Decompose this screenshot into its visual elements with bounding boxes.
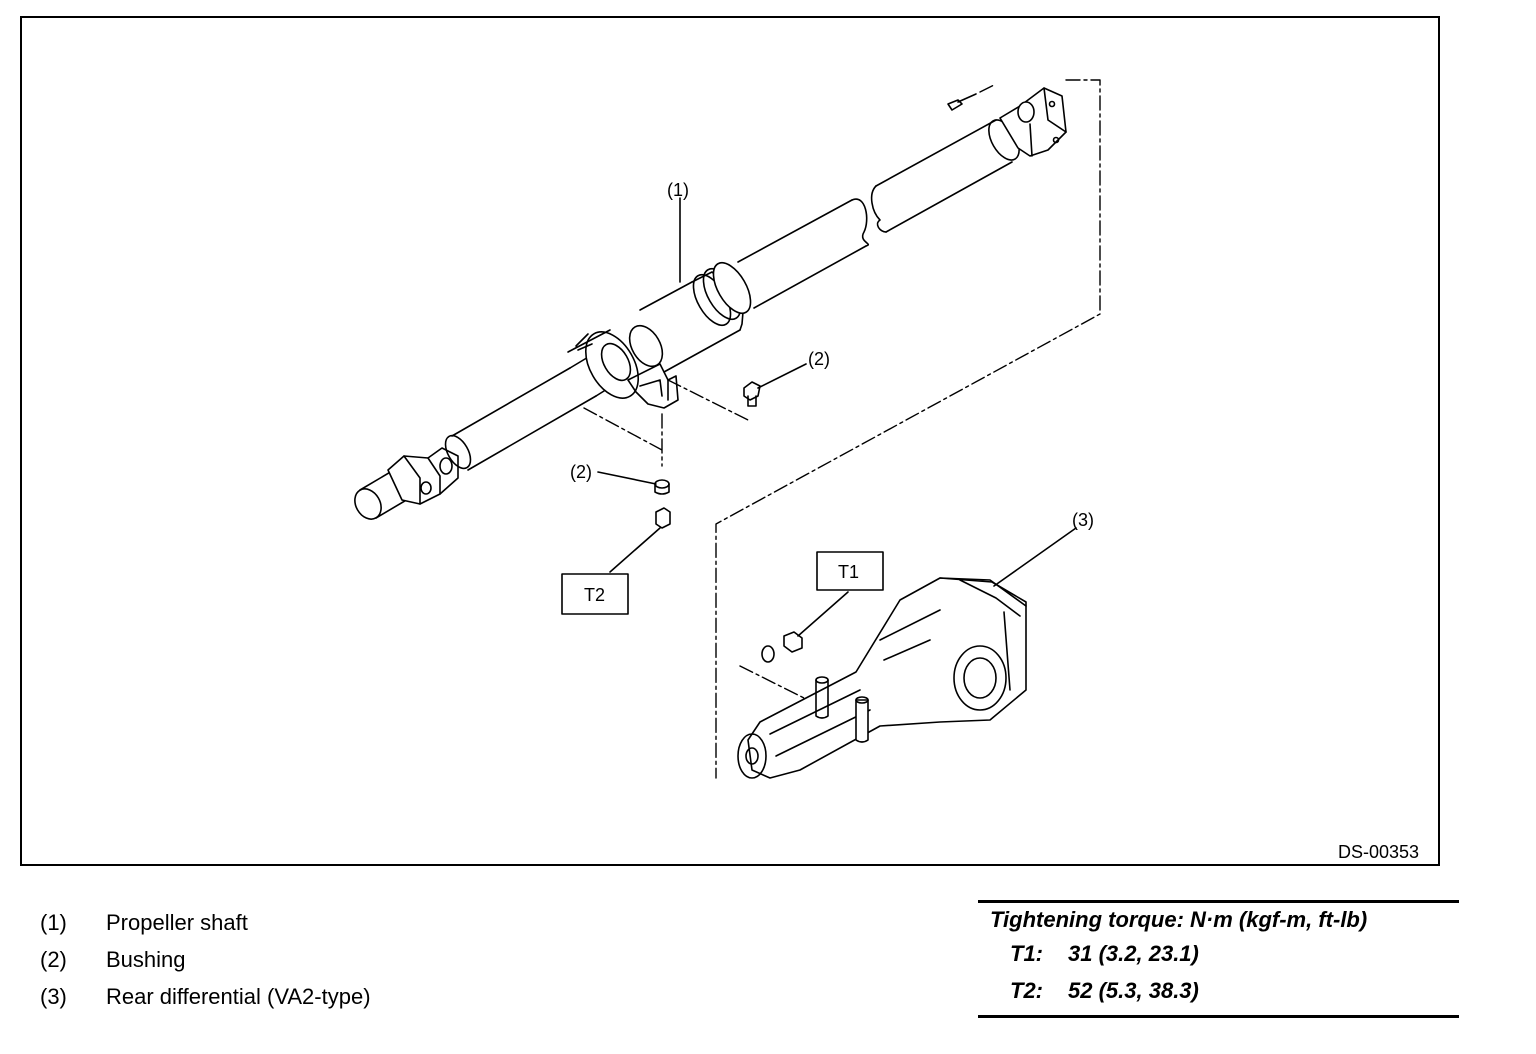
legend-number: (3) — [40, 984, 67, 1009]
torque-value: 31 (3.2, 23.1) — [1068, 941, 1199, 966]
torque-box-t2: T2 — [584, 585, 605, 605]
torque-code: T1: — [1010, 941, 1043, 966]
legend-label: Propeller shaft — [106, 910, 248, 935]
legend-item: (3) Rear differential (VA2-type) — [40, 978, 371, 1015]
rear-differential — [737, 577, 1027, 779]
callout-2-upper: (2) — [808, 349, 830, 369]
bushing-lower — [654, 479, 671, 529]
callout-1: (1) — [667, 180, 689, 200]
torque-row: T1: 31 (3.2, 23.1) — [978, 941, 1459, 978]
torque-row: T2: 52 (5.3, 38.3) — [978, 978, 1459, 1015]
torque-box-t1: T1 — [838, 562, 859, 582]
legend-item: (1) Propeller shaft — [40, 904, 371, 941]
legend-number: (2) — [40, 947, 67, 972]
torque-table: Tightening torque: N·m (kgf-m, ft-lb) T1… — [978, 900, 1459, 1018]
legend-item: (2) Bushing — [40, 941, 371, 978]
parts-legend: (1) Propeller shaft (2) Bushing (3) Rear… — [40, 904, 371, 1015]
diagram-code: DS-00353 — [1338, 842, 1419, 862]
torque-code: T2: — [1010, 978, 1043, 1003]
callout-3: (3) — [1072, 510, 1094, 530]
propeller-shaft — [354, 87, 1067, 520]
legend-label: Rear differential (VA2-type) — [106, 984, 371, 1009]
legend-number: (1) — [40, 910, 67, 935]
torque-title: Tightening torque: N·m (kgf-m, ft-lb) — [990, 907, 1368, 932]
diagram-frame — [20, 16, 1440, 866]
torque-value: 52 (5.3, 38.3) — [1068, 978, 1199, 1003]
callout-2-lower: (2) — [570, 462, 592, 482]
bushing-upper — [743, 381, 761, 407]
legend-label: Bushing — [106, 947, 186, 972]
